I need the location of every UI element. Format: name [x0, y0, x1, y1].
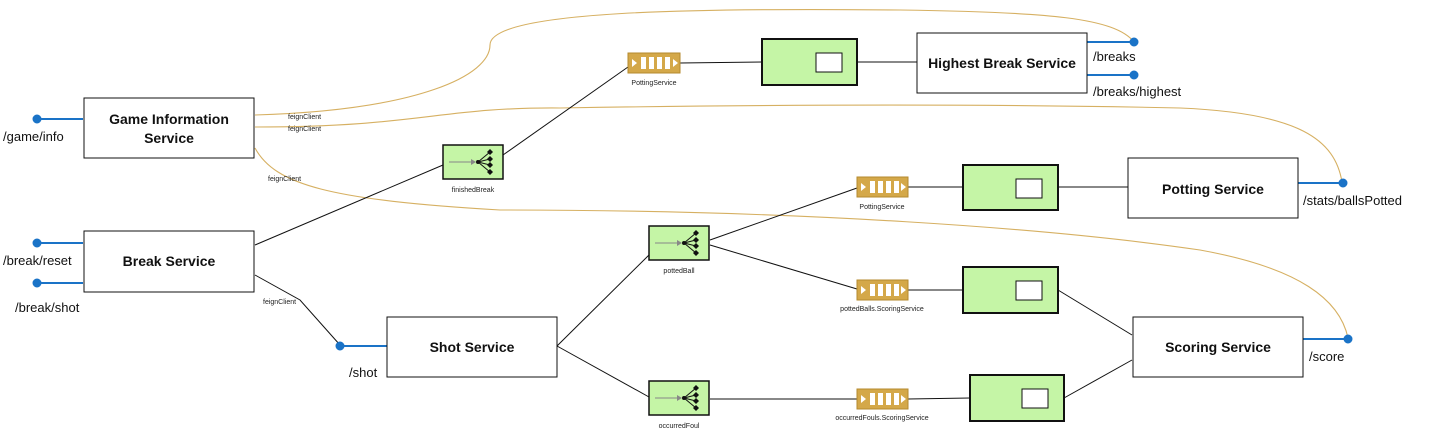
endpoint-dot-score[interactable] — [1343, 334, 1353, 344]
router-potted-ball[interactable] — [648, 225, 710, 261]
service-label-shot: Shot Service — [430, 339, 515, 355]
endpoint-dot-breaks[interactable] — [1129, 37, 1139, 47]
handler-scoring-potted[interactable] — [962, 266, 1059, 314]
endpoint-dot-stats-balls-potted[interactable] — [1338, 178, 1348, 188]
feign-curve-score — [254, 147, 1349, 339]
queue-occurred-fouls-scoring[interactable] — [856, 388, 909, 410]
handler-scoring-foul[interactable] — [969, 374, 1065, 422]
service-label-game-info-2: Service — [144, 130, 194, 146]
line-break-to-finished-break — [254, 164, 444, 246]
line-queue-to-handler-foul — [907, 397, 971, 400]
line-queue-to-handler-highest — [679, 61, 763, 64]
queue-label-3: pottedBalls.ScoringService — [840, 306, 924, 313]
router-label-potted-ball: pottedBall — [663, 268, 695, 275]
endpoint-stubs — [32, 37, 1353, 351]
line-potted-ball-to-queue-potting — [709, 187, 858, 241]
line-handler-to-scoring-service-2 — [1063, 359, 1133, 399]
router-occurred-foul[interactable] — [648, 380, 710, 416]
line-break-to-shot — [254, 274, 341, 346]
service-highest-break[interactable]: Highest Break Service — [916, 32, 1088, 94]
service-potting[interactable]: Potting Service — [1127, 157, 1299, 219]
endpoint-label-stats-balls-potted: /stats/ballsPotted — [1303, 193, 1402, 208]
service-game-information[interactable]: Game Information Service — [83, 97, 255, 159]
endpoint-dot-breaks-highest[interactable] — [1129, 70, 1139, 80]
feign-curve-balls-potted — [254, 104, 1343, 183]
line-shot-to-occurred-foul — [556, 345, 650, 398]
queue-potted-balls-scoring[interactable] — [856, 279, 909, 301]
endpoint-dot-break-reset[interactable] — [32, 238, 42, 248]
service-label-potting: Potting Service — [1162, 181, 1264, 197]
handler-highest-break[interactable] — [761, 38, 858, 86]
queue-label-4: occurredFouls.ScoringService — [835, 415, 928, 422]
queue-potting-highest[interactable] — [627, 52, 681, 74]
feign-label-3: feignClient — [268, 176, 301, 183]
router-label-occurred-foul: occurredFoul — [659, 423, 700, 430]
line-shot-to-potted-ball — [556, 254, 650, 347]
endpoint-label-break-shot: /break/shot — [15, 300, 80, 315]
feign-label-4: feignClient — [263, 299, 296, 306]
service-label-highest-break: Highest Break Service — [928, 55, 1076, 71]
service-scoring[interactable]: Scoring Service — [1132, 316, 1304, 378]
endpoint-dot-shot[interactable] — [335, 341, 345, 351]
handler-potting[interactable] — [962, 164, 1059, 211]
endpoint-label-game-info: /game/info — [3, 129, 64, 144]
endpoint-label-breaks: /breaks — [1093, 49, 1136, 64]
feign-label-2: feignClient — [288, 126, 321, 133]
endpoint-dot-game-info[interactable] — [32, 114, 42, 124]
service-label-game-info-1: Game Information — [109, 111, 229, 127]
feign-curves — [254, 8, 1349, 339]
endpoint-label-shot: /shot — [349, 365, 378, 380]
service-label-scoring: Scoring Service — [1165, 339, 1271, 355]
endpoint-label-breaks-highest: /breaks/highest — [1093, 84, 1182, 99]
service-break[interactable]: Break Service — [83, 230, 255, 293]
endpoint-label-score: /score — [1309, 349, 1344, 364]
line-potted-ball-to-queue-scoring — [709, 244, 858, 290]
service-label-break: Break Service — [123, 253, 216, 269]
feign-curve-breaks — [254, 8, 1135, 116]
line-finished-break-to-queue — [502, 66, 629, 156]
connector-lines — [254, 61, 1133, 400]
feign-label-1: feignClient — [288, 114, 321, 121]
queue-potting[interactable] — [856, 176, 909, 198]
line-handler-to-scoring-service-1 — [1057, 289, 1133, 336]
router-label-finished-break: finishedBreak — [452, 187, 495, 194]
endpoint-dot-break-shot[interactable] — [32, 278, 42, 288]
queue-label-1: PottingService — [631, 80, 676, 87]
endpoint-label-break-reset: /break/reset — [3, 253, 72, 268]
router-finished-break[interactable] — [442, 144, 504, 180]
queue-label-2: PottingService — [859, 204, 904, 211]
service-shot[interactable]: Shot Service — [386, 316, 558, 378]
